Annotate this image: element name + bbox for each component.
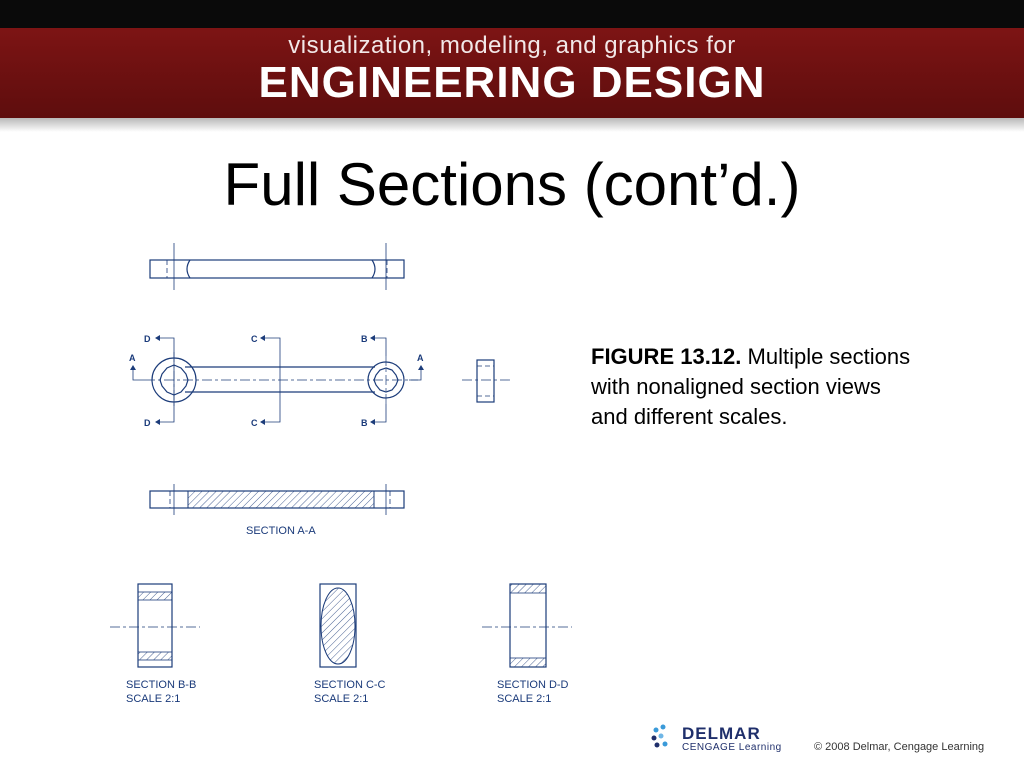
section-aa-view <box>149 484 405 515</box>
marker-c-top: C <box>251 334 258 344</box>
top-view <box>149 243 405 290</box>
section-bb-view <box>110 583 200 668</box>
marker-a-right: A <box>417 353 424 363</box>
marker-d-bottom: D <box>144 418 151 428</box>
copyright-notice: © 2008 Delmar, Cengage Learning <box>814 741 985 753</box>
delmar-logo-icon <box>651 724 668 748</box>
section-bb-label: SECTION B-B <box>126 679 196 691</box>
header-banner <box>0 28 1024 118</box>
header-subtitle: visualization, modeling, and graphics fo… <box>288 32 736 59</box>
section-aa-label: SECTION A-A <box>246 525 316 537</box>
section-bb-scale: SCALE 2:1 <box>126 693 180 705</box>
figure-caption: FIGURE 13.12. Multiple sections with non… <box>591 342 921 432</box>
publisher-imprint: CENGAGE Learning <box>682 742 782 753</box>
publisher-name: DELMAR <box>682 724 761 743</box>
top-bar <box>0 0 1024 28</box>
marker-c-bottom: C <box>251 418 258 428</box>
section-cc-scale: SCALE 2:1 <box>314 693 368 705</box>
marker-b-top: B <box>361 334 368 344</box>
front-view <box>130 335 424 425</box>
section-dd-scale: SCALE 2:1 <box>497 693 551 705</box>
figure-label: FIGURE 13.12. <box>591 344 742 369</box>
section-cc-label: SECTION C-C <box>314 679 386 691</box>
banner-shadow <box>0 118 1024 132</box>
section-dd-view <box>482 583 572 668</box>
marker-b-bottom: B <box>361 418 368 428</box>
section-dd-label: SECTION D-D <box>497 679 569 691</box>
slide-title: Full Sections (cont’d.) <box>223 151 801 218</box>
header-brand: ENGINEERING DESIGN <box>258 58 766 107</box>
section-cc-view <box>319 583 357 668</box>
marker-a-left: A <box>129 353 136 363</box>
side-view <box>462 359 510 403</box>
figure-caption-text: Multiple sections with nonaligned sectio… <box>591 344 911 429</box>
marker-d-top: D <box>144 334 151 344</box>
